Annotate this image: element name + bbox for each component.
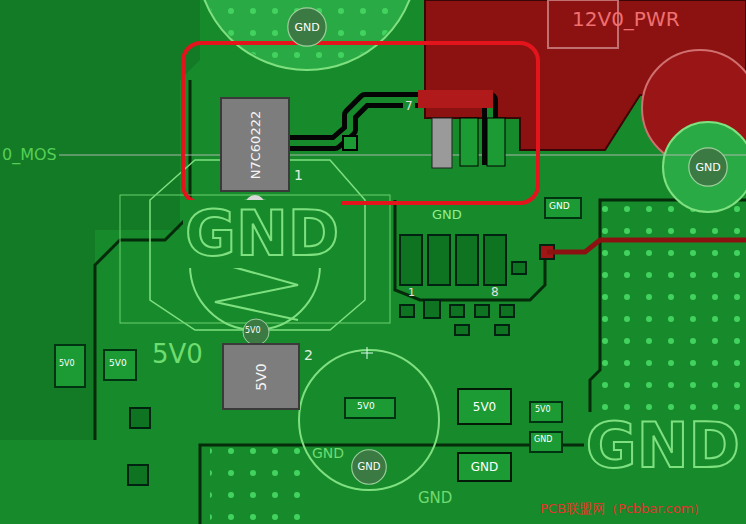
- watermark: PCB联盟网（Pcbbar.com）: [540, 502, 706, 516]
- smd-pad: [530, 432, 562, 452]
- silkscreen-circle: [299, 350, 439, 490]
- net-name: 5V0: [535, 406, 551, 415]
- pad: [432, 118, 452, 168]
- via-pad: GND: [287, 7, 327, 47]
- smd-pad: [450, 305, 464, 317]
- clearance-line: [395, 200, 545, 300]
- component-pad: 5V0: [222, 343, 300, 410]
- net-name: GND: [432, 208, 462, 222]
- smd-pad: GND: [457, 452, 512, 482]
- trace-clearance: [290, 100, 490, 165]
- pad-label: GND: [358, 462, 381, 472]
- silkscreen-text: 5V0: [150, 340, 205, 369]
- via-stitching: [600, 200, 746, 415]
- silkscreen-text: GND: [183, 200, 341, 268]
- highlight-frame: [183, 43, 538, 203]
- trace: [290, 100, 490, 165]
- net-name: 5V0: [109, 359, 127, 369]
- ic-pad: [484, 235, 506, 285]
- ic-pad: [400, 235, 422, 285]
- smd-pad: [424, 300, 440, 318]
- pad-circle: [352, 450, 387, 485]
- smd-pad: [495, 325, 509, 335]
- ic-pad: [456, 235, 478, 285]
- pad-circle: [288, 8, 326, 46]
- smd-pad: [530, 402, 562, 422]
- via: [128, 465, 148, 485]
- pin-number: 1: [408, 287, 415, 299]
- via-pad: GND: [351, 449, 387, 485]
- pad-dots: [199, 0, 415, 68]
- pad-circle: [689, 148, 727, 186]
- pin-number: 2: [304, 348, 313, 363]
- smd-pad: [500, 305, 514, 317]
- silkscreen-zigzag: [215, 262, 298, 320]
- silkscreen-text: GND: [584, 412, 742, 480]
- trace-red: [547, 240, 746, 252]
- trace-red: [418, 90, 493, 108]
- via-pad: GND: [688, 147, 728, 187]
- pad: [487, 118, 505, 166]
- pad-label: N7C60222: [249, 110, 262, 178]
- net-name: 5V0: [357, 402, 375, 412]
- net-name: 0_MOS: [0, 146, 59, 164]
- pad: [460, 118, 478, 166]
- net-name: 12V0_PWR: [572, 8, 680, 30]
- copper-pour-dark: [0, 0, 200, 440]
- guide-line: [0, 155, 746, 156]
- pad-circle: [663, 122, 746, 212]
- pad-label: GND: [695, 162, 720, 173]
- smd-pad: 5V0: [457, 388, 512, 425]
- via: [343, 136, 357, 150]
- via-stitching: [210, 448, 300, 524]
- pin-number: 1: [294, 168, 303, 183]
- smd-pad: [55, 345, 85, 387]
- smd-pad: [512, 262, 526, 274]
- pad-circle: [197, 0, 417, 70]
- ic-pad: [428, 235, 450, 285]
- net-name: 5V0: [59, 360, 75, 369]
- clearance-line: [95, 80, 190, 440]
- component-pad: N7C60222: [220, 97, 290, 192]
- via-circle: [243, 319, 269, 345]
- smd-pad: [400, 305, 414, 317]
- pad-label: 5V0: [254, 363, 268, 390]
- smd-pad: [104, 350, 136, 380]
- smd-pad: [475, 305, 489, 317]
- pin-number: 8: [491, 286, 499, 299]
- smd-pad: [545, 198, 581, 218]
- pin-number: 7: [403, 100, 415, 113]
- net-name: GND: [549, 202, 570, 212]
- smd-pad: [345, 398, 395, 418]
- smd-pad: [455, 325, 469, 335]
- crosshair: [367, 347, 368, 359]
- silkscreen-outline: [120, 195, 390, 323]
- silkscreen-text: GND: [312, 446, 344, 461]
- pad-label: GND: [471, 461, 499, 473]
- via: [130, 408, 150, 428]
- silkscreen-text: GND: [418, 490, 452, 507]
- net-name: GND: [534, 436, 552, 445]
- pad-label: 5V0: [473, 401, 496, 413]
- net-name: 5V0: [245, 327, 261, 336]
- pad-label: GND: [294, 22, 319, 33]
